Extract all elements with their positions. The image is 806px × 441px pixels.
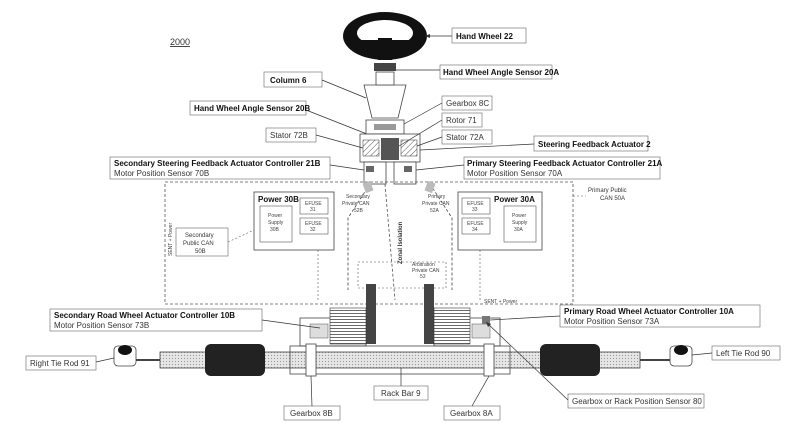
right-boot [205,344,265,376]
mps-70b-label: Motor Position Sensor 70B [114,169,209,178]
secondary-rwa-motor [329,307,367,345]
rotor-label: Rotor 71 [446,116,477,125]
hw-sensor-a-label-box [439,64,553,80]
left-tie-rod-label: Left Tie Rod 90 [716,349,771,358]
hand-wheel-graphic [343,12,427,60]
efuse-31-id: 31 [310,207,316,213]
power-supply-30a-label-2: Supply [512,220,528,226]
power-supply-30b-label-2: Supply [268,220,284,226]
hand-wheel-label: Hand Wheel 22 [456,32,513,41]
primary-public-can-id: CAN 50A [600,196,625,202]
efuse-34-id: 34 [472,227,478,233]
sent-power-right-label: SENT + Power [484,299,517,305]
arbitration-can-id: 53 [420,274,426,280]
secondary-sfac-label: Secondary Steering Feedback Actuator Con… [114,159,321,168]
hw-sensor-b-label-box [189,100,307,116]
hand-wheel-label-box [451,27,527,44]
primary-rwac-label: Primary Road Wheel Actuator Controller 1… [564,307,734,316]
efuse-34-label: EFUSE [467,221,484,227]
primary-private-can-label: Primary [428,194,446,200]
mps-73a-label: Motor Position Sensor 73A [564,317,660,326]
gearbox-8a-graphic [483,343,495,377]
secondary-public-can-id: 50B [195,249,206,255]
power-30a-label: Power 30A [494,195,535,204]
secondary-private-can-label-2: Private CAN [342,201,370,207]
secondary-sfac-label-box [109,156,331,180]
hw-sensor-a-graphic [374,63,396,71]
secondary-public-can-label-2: Public CAN [183,241,214,247]
mps-73b-label: Motor Position Sensor 73B [54,321,149,330]
secondary-private-can-label: Secondary [346,194,370,200]
secondary-rwa-housing [366,284,376,344]
power-supply-30a-label-3: 30A [514,227,524,233]
efuse-32-id: 32 [310,227,316,233]
secondary-rwac-label: Secondary Road Wheel Actuator Controller… [54,311,235,320]
hw-sensor-a-label: Hand Wheel Angle Sensor 20A [443,68,559,77]
primary-private-can-id: 52A [430,208,440,214]
sent-power-label: SENT + Power [168,223,174,256]
column-graphic [363,84,407,119]
hw-sensor-b-label: Hand Wheel Angle Sensor 20B [194,104,310,113]
column-label: Column 6 [270,76,307,85]
power-30b-label: Power 30B [258,195,299,204]
power-supply-30b-label-3: 30B [270,227,280,233]
rack-sensor-label-box [567,393,705,409]
efuse-33-label: EFUSE [467,201,484,207]
efuse-31-label: EFUSE [305,201,322,207]
stator-72b-label: Stator 72B [270,131,308,140]
stator-72a-label: Stator 72A [446,133,484,142]
gearbox-8b-graphic [305,343,317,377]
primary-private-can-label-2: Private CAN [422,201,450,207]
efuse-32-label: EFUSE [305,221,322,227]
mps-70a-label: Motor Position Sensor 70A [467,169,563,178]
efuse-33-id: 33 [472,207,478,213]
sfa-label-box [533,135,649,152]
primary-public-can-label: Primary Public [588,188,627,194]
left-tie-rod-graphic [669,345,693,367]
primary-sfac-label-box [463,156,661,180]
arbitration-can-region [357,261,447,289]
secondary-private-can-id: 52B [354,208,364,214]
left-boot [540,344,600,376]
secondary-public-can-label: Secondary [185,233,214,239]
sfa-label: Steering Feedback Actuator 2 [538,140,651,149]
primary-rwa-motor [433,307,471,345]
primary-rwa-housing [424,284,434,344]
column-label-box [263,71,323,88]
right-tie-rod-label: Right Tie Rod 91 [30,359,90,368]
arbitration-can-label-2: Private CAN [412,268,440,274]
right-tie-rod-graphic [113,345,137,367]
right-tie-rod-label-box [25,355,97,371]
gearbox-8c-label: Gearbox 8C [446,99,489,108]
rack-bar-label: Rack Bar 9 [381,389,421,398]
gearbox-8b-label: Gearbox 8B [290,409,333,418]
gearbox-8a-label: Gearbox 8A [450,409,493,418]
rack-sensor-label: Gearbox or Rack Position Sensor 80 [572,397,702,406]
arbitration-can-label: Arbitration [412,262,435,268]
power-supply-30b-label: Power [268,213,283,219]
power-supply-30a-label: Power [512,213,527,219]
primary-sfac-label: Primary Steering Feedback Actuator Contr… [467,159,663,168]
figure-number: 2000 [170,37,190,47]
zonal-isolation-label: Zonal Isolation [398,221,404,264]
